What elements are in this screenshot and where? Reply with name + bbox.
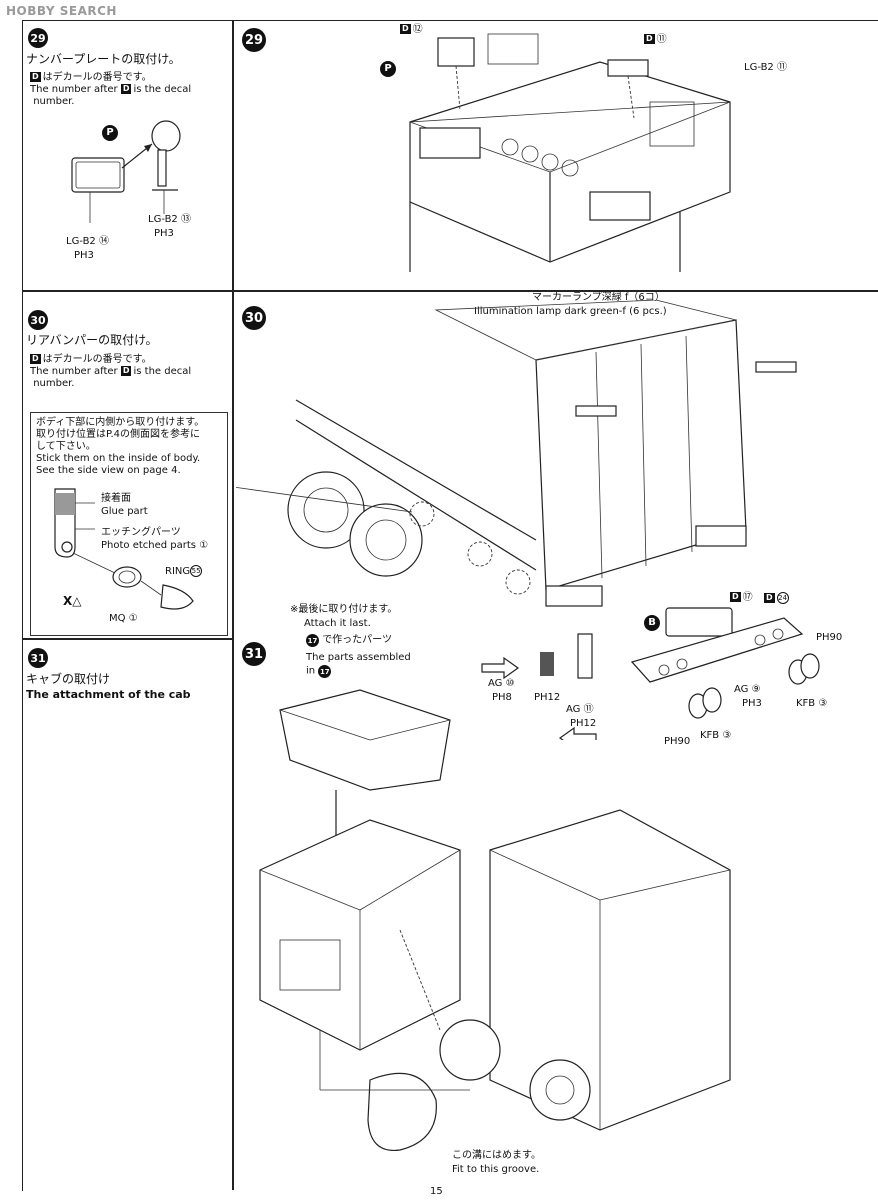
step-30-number: 30 [28,310,48,330]
glue-label-jp: 接着面 [101,493,131,504]
etch-label-en: Photo etched parts ① [101,540,209,551]
step-30-rear-diagram [236,300,820,740]
no-glue-icon: X△ [63,594,82,608]
ag10-label: AG ⑩ [488,678,515,689]
decal-d-icon: D [120,366,132,376]
glue-label-en: Glue part [101,506,148,517]
step-31-number-diagram: 31 [242,642,266,666]
page-number: 15 [430,1186,443,1197]
parts-made-en1: The parts assembled [306,652,411,663]
step-31-title-jp: キャブの取付け [26,672,111,686]
step-31-cab-diagram [259,689,731,1152]
step-29-plate-diagram [71,120,181,223]
attach-last-en: Attach it last. [304,618,371,629]
etch-label-jp: エッチングパーツ [101,527,181,538]
parts-made-en2: in 17 [306,665,332,678]
lamp-label-jp: マーカーランプ深緑 f（6コ） [532,292,665,303]
ph8-label: PH8 [492,692,512,703]
column-divider [232,20,234,1190]
mq-label: MQ ① [109,613,138,624]
part-ph3-a: PH3 [154,228,174,239]
row-divider-1 [22,290,878,292]
parts-made-jp: 17 で作ったパーツ [306,634,392,647]
step-30-note-box: ボディ下部に内側から取り付けます。 取り付け位置はP.4の側面図を参考に して下… [30,412,228,636]
row-divider-2 [22,638,232,640]
ph90-a-label: PH90 [816,632,843,643]
kfb-a-label: KFB ③ [796,698,828,709]
groove-label-jp: この溝にはめます。 [452,1150,541,1161]
step-29-diagram-p-badge: P [380,56,396,77]
part-label-lgb2-13: LG-B2 ⑬ [148,214,191,225]
step-29-title: ナンバープレートの取付け。 [26,52,181,66]
watermark: HOBBY SEARCH [6,4,117,18]
page-frame [22,20,878,1191]
step-30-number-diagram: 30 [242,306,266,330]
step-29-number-diagram: 29 [242,28,266,52]
step-31-number: 31 [28,648,48,668]
decal-d-icon: D [30,354,41,364]
ag9-label: AG ⑨ [734,684,761,695]
kfb-b-label: KFB ③ [700,730,732,741]
note-text: ボディ下部に内側から取り付けます。 取り付け位置はP.4の側面図を参考に して下… [36,417,205,476]
ph3-label: PH3 [742,698,762,709]
attach-last-jp: ※最後に取り付けます。 [290,604,398,615]
ag11-label: AG ⑪ [566,704,594,715]
lamp-label-en: Illumination lamp dark green-f (6 pcs.) [474,306,667,317]
decal-d-icon: D [30,72,41,82]
decal-d-icon: D [120,84,132,94]
ph90-b-label: PH90 [664,736,691,747]
step-30-title: リアバンパーの取付け。 [26,333,158,347]
step-29-number: 29 [28,28,48,48]
diagram-lgb2-11: LG-B2 ⑪ [744,62,787,73]
b-badge: B [644,610,660,631]
ph12-b-label: PH12 [570,718,597,729]
groove-label-en: Fit to this groove. [452,1164,540,1175]
step-29-truck-top-diagram [409,33,731,272]
part-ph3-b: PH3 [74,250,94,261]
step-29-p-badge: P [102,120,118,141]
step-31-title-en: The attachment of the cab [26,688,191,701]
ph12-a-label: PH12 [534,692,561,703]
part-label-lgb2-14: LG-B2 ⑭ [66,236,109,247]
photo-etch-diagram [54,488,194,610]
